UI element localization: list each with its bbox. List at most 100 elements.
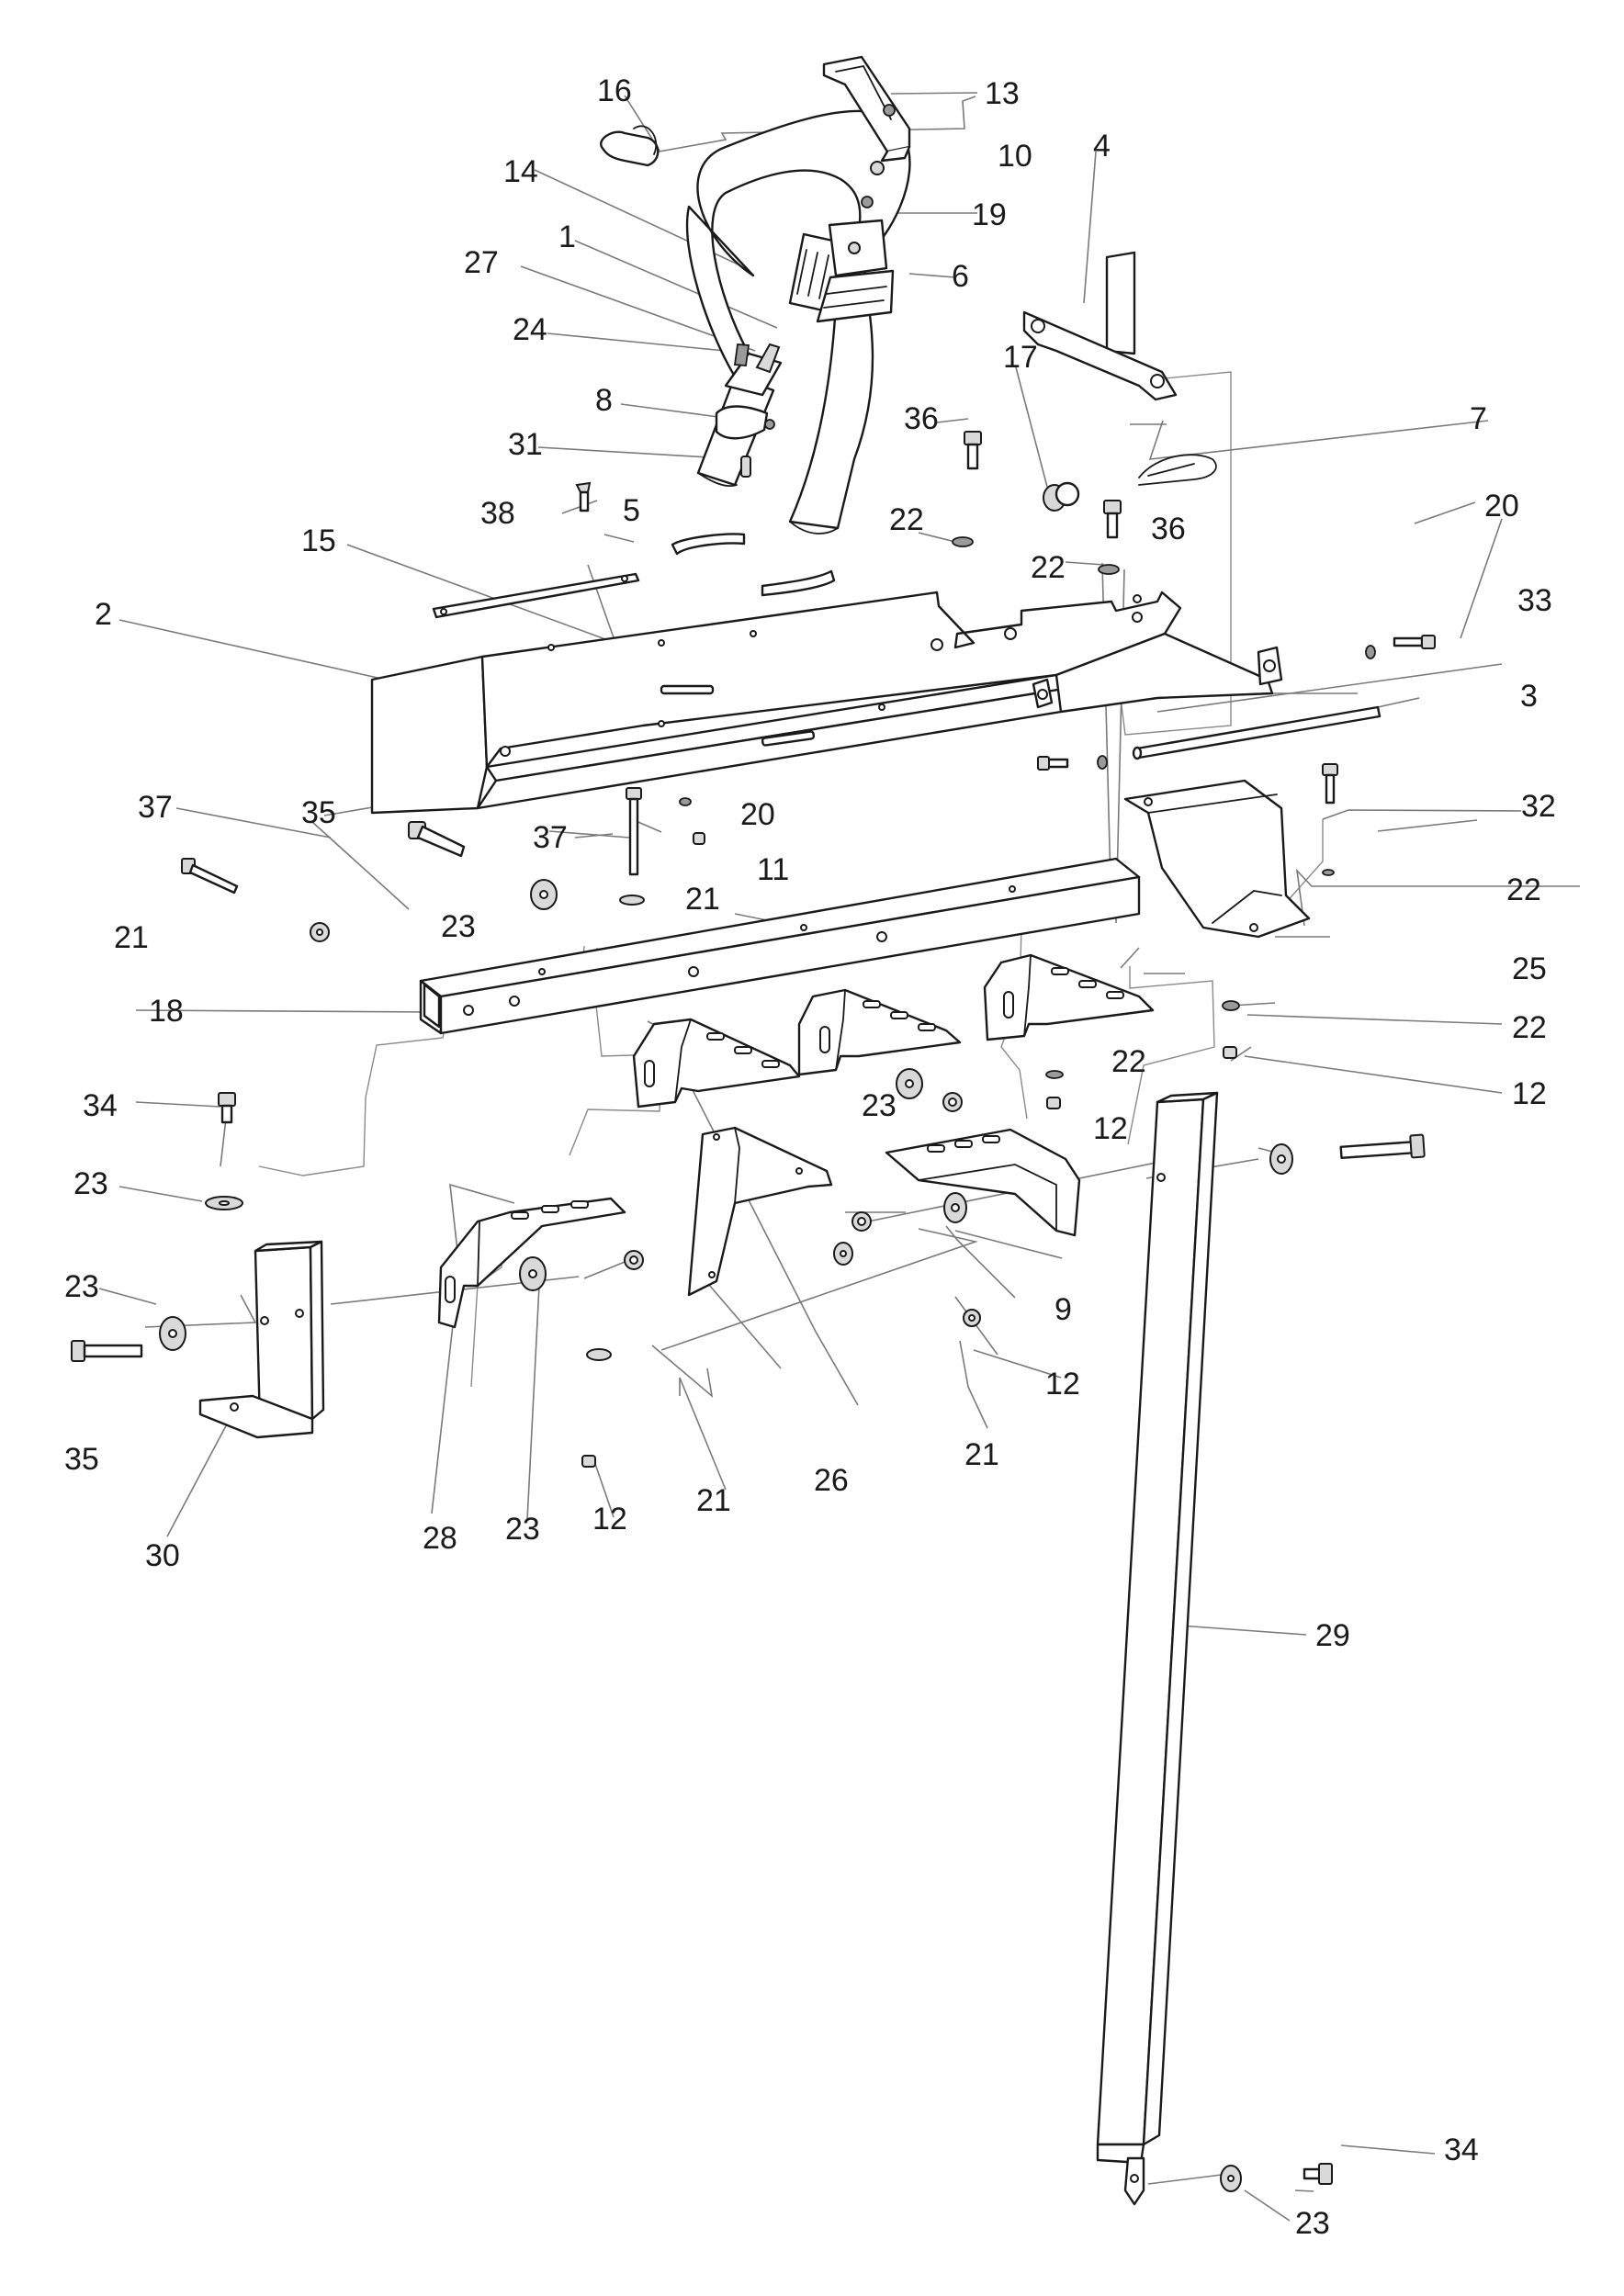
- washer-23c: [205, 1196, 243, 1210]
- lynch-pin-16: [600, 125, 660, 167]
- callout-19: 19: [972, 197, 1007, 232]
- callout-23f: 23: [1295, 2206, 1330, 2241]
- callout-12a: 12: [1512, 1076, 1547, 1111]
- callout-36b: 36: [1151, 512, 1186, 546]
- callout-34b: 34: [1444, 2133, 1479, 2167]
- clip-24: [733, 343, 750, 366]
- callout-35a: 35: [301, 795, 336, 830]
- callout-1: 1: [558, 219, 576, 254]
- callout-27: 27: [464, 245, 499, 280]
- callout-30: 30: [145, 1538, 180, 1573]
- washer-21b: [619, 895, 645, 906]
- nut-mid-left: [624, 1250, 644, 1270]
- callout-22e: 22: [1111, 1044, 1146, 1079]
- callout-21a: 21: [114, 920, 149, 955]
- callout-23d: 23: [64, 1269, 99, 1304]
- callout-36a: 36: [904, 401, 939, 436]
- callout-13: 13: [985, 76, 1020, 111]
- bolt-36a: [964, 431, 982, 470]
- washer-23f: [1220, 2165, 1242, 2192]
- callout-12b: 12: [1093, 1111, 1128, 1146]
- callout-24: 24: [513, 312, 547, 347]
- washer-20a: [1365, 645, 1376, 659]
- washer-23d: [159, 1316, 186, 1351]
- callout-2: 2: [95, 597, 112, 632]
- nut-12a: [1223, 1046, 1237, 1059]
- nut-12d: [581, 1455, 596, 1468]
- callout-23e: 23: [505, 1512, 540, 1547]
- callout-22c: 22: [1506, 872, 1541, 907]
- bolt-right: [1339, 1133, 1426, 1159]
- callout-3: 3: [1520, 679, 1538, 714]
- callout-21c: 21: [964, 1437, 999, 1472]
- callout-16: 16: [597, 73, 632, 108]
- callout-32: 32: [1521, 789, 1556, 824]
- nut-12c: [963, 1309, 981, 1327]
- bolt-33: [1393, 635, 1436, 649]
- nut-12b: [1046, 1097, 1061, 1109]
- callout-6: 6: [952, 259, 969, 294]
- pad-5a: [671, 533, 746, 556]
- bolt-32: [1322, 763, 1338, 805]
- callout-31: 31: [508, 427, 543, 462]
- screw-31: [740, 456, 751, 478]
- callout-29: 29: [1315, 1618, 1350, 1653]
- callout-12c: 12: [1045, 1367, 1080, 1401]
- strap-assembly: [685, 109, 911, 535]
- callout-18: 18: [149, 994, 184, 1029]
- bolt-35b: [71, 1340, 143, 1362]
- callout-17: 17: [1003, 340, 1038, 375]
- washer-22a: [952, 536, 974, 547]
- callout-26: 26: [814, 1463, 849, 1498]
- washer-23b: [896, 1068, 923, 1099]
- bracket-26: [687, 1126, 833, 1297]
- bracket-13: [822, 55, 911, 163]
- bracket-4: [1022, 251, 1178, 401]
- clevis-pin-17: [1043, 481, 1080, 512]
- callout-23c: 23: [73, 1166, 108, 1201]
- bolt-34a: [218, 1092, 236, 1124]
- callout-35b: 35: [64, 1442, 99, 1477]
- washer-21a: [310, 922, 330, 942]
- tray-2: [370, 591, 1283, 815]
- nut-mid: [942, 1092, 963, 1112]
- callout-15: 15: [301, 523, 336, 558]
- callout-11: 11: [757, 852, 789, 887]
- washer-23a: [530, 879, 558, 910]
- callout-22b: 22: [1031, 550, 1066, 585]
- bracket-25: [1123, 779, 1311, 939]
- washer-23-right: [1269, 1143, 1293, 1175]
- callout-23b: 23: [862, 1088, 897, 1123]
- washer-20b: [679, 797, 692, 806]
- callout-14: 14: [503, 154, 538, 189]
- washer-21d: [586, 1348, 612, 1361]
- hair-pin-7: [1138, 454, 1217, 486]
- callout-38: 38: [480, 496, 515, 531]
- washer-22d: [1045, 1070, 1064, 1079]
- leader-lines: [98, 92, 1580, 2222]
- bolt-tray-side: [1037, 755, 1108, 771]
- callout-22d: 22: [1512, 1010, 1547, 1045]
- callout-28: 28: [423, 1521, 457, 1556]
- pad-5b: [761, 569, 836, 597]
- callout-5: 5: [623, 493, 640, 528]
- post-29: [1096, 1091, 1219, 2206]
- callout-4: 4: [1093, 129, 1111, 163]
- bracket-upper-1: [632, 1018, 801, 1109]
- callout-21b: 21: [685, 882, 720, 917]
- bolt-37a: [181, 858, 239, 895]
- washer-mid-9: [943, 1192, 967, 1223]
- callout-9: 9: [1054, 1292, 1072, 1327]
- nut-9: [851, 1211, 872, 1232]
- rod-3: [1132, 705, 1382, 760]
- bar-15: [432, 572, 640, 619]
- callout-20b: 20: [740, 797, 775, 832]
- callout-22a: 22: [889, 502, 924, 537]
- callout-33: 33: [1517, 583, 1552, 618]
- callout-34a: 34: [83, 1088, 118, 1123]
- bolt-34b: [1303, 2163, 1333, 2185]
- callout-labels: 16 13 14 10 4 1 19 27 6 24 17 8 36 7 31 …: [64, 73, 1556, 2241]
- nut-10: [870, 161, 885, 175]
- washer-22c: [1322, 869, 1335, 876]
